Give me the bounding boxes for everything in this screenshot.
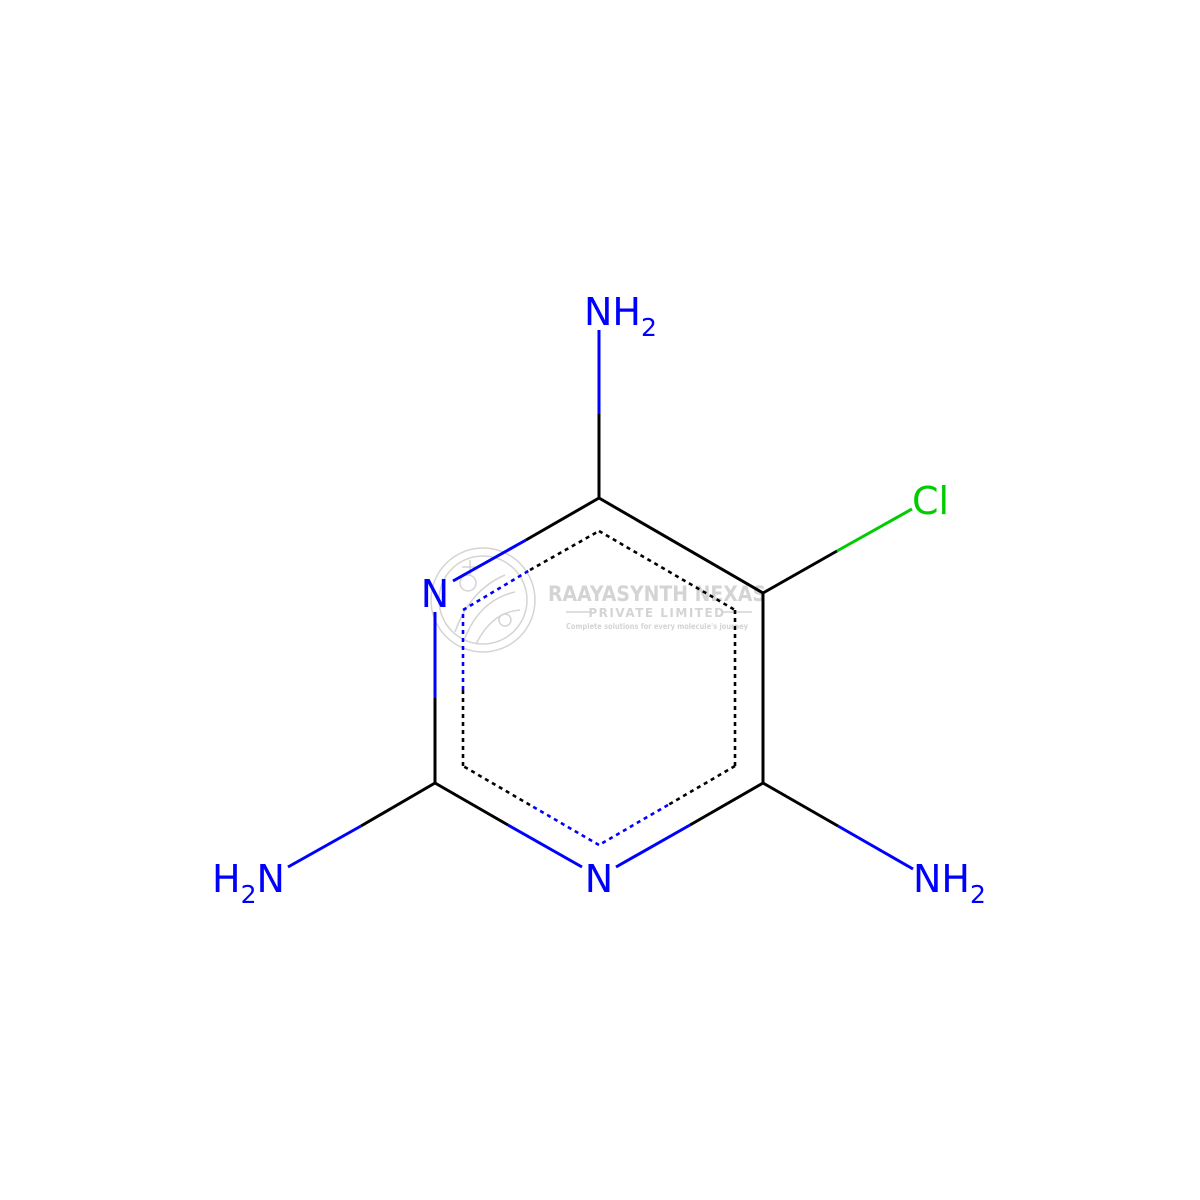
bond-c5-cl-carbon-half <box>762 549 838 595</box>
label-ring-n-bottom: N <box>585 857 613 901</box>
aromatic-c4-c5 <box>598 529 736 612</box>
watermark-subtitle: PRIVATE LIMITED <box>588 606 725 620</box>
bond-c6-nh2-carbon-half <box>762 781 839 828</box>
bond-c6-nh2-nitrogen-half <box>837 824 914 871</box>
bond-n1-c2-carbon-half <box>434 781 509 827</box>
bond-n1-c2-nitrogen-half <box>507 823 583 869</box>
label-ring-n-left: N <box>421 572 449 616</box>
bond-c2-nh2-nitrogen-half <box>287 824 362 869</box>
atom-labels: NH2 Cl N N NH2 H2N <box>212 290 986 909</box>
watermark: RAAYASYNTH NEXAS PRIVATE LIMITED Complet… <box>430 547 766 653</box>
bond-c5-cl-chlorine-half <box>836 507 913 553</box>
label-amine-left-prefix: H <box>212 857 241 901</box>
aromatic-c6-n1-carbon-half <box>667 764 736 807</box>
label-amine-top-subscript: 2 <box>641 313 657 342</box>
aromatic-n3-c4-nitrogen-half <box>462 568 531 612</box>
bond-c4-c5 <box>598 496 764 595</box>
aromatic-n1-c2-carbon-half <box>462 764 531 807</box>
aromatic-n1-c2-nitrogen-half <box>529 803 600 847</box>
aromatic-n3-c4-carbon-half <box>529 529 600 572</box>
bond-c6-n1-carbon-half <box>689 781 764 827</box>
label-amine-right-symbol: NH <box>913 857 970 901</box>
bond-n3-c4-carbon-half <box>525 496 600 542</box>
label-chlorine: Cl <box>912 479 949 523</box>
label-amine-left-symbol: N <box>256 857 284 901</box>
label-amine-right: NH2 <box>913 857 986 909</box>
label-amine-left: H2N <box>212 857 285 909</box>
bond-n3-c4-nitrogen-half <box>452 538 527 583</box>
label-amine-top: NH2 <box>584 290 657 342</box>
watermark-tagline: Complete solutions for every molecule's … <box>566 622 748 631</box>
bond-c2-nh2-carbon-half <box>360 781 436 828</box>
bonds <box>287 330 914 871</box>
label-amine-left-subscript: 2 <box>241 880 257 909</box>
label-amine-right-subscript: 2 <box>970 880 986 909</box>
watermark-company-name: RAAYASYNTH NEXAS <box>548 582 766 606</box>
bond-c6-n1-nitrogen-half <box>615 823 691 869</box>
aromatic-ring <box>461 529 737 847</box>
label-amine-top-symbol: NH <box>584 290 641 334</box>
aromatic-c6-n1-nitrogen-half <box>598 803 669 847</box>
